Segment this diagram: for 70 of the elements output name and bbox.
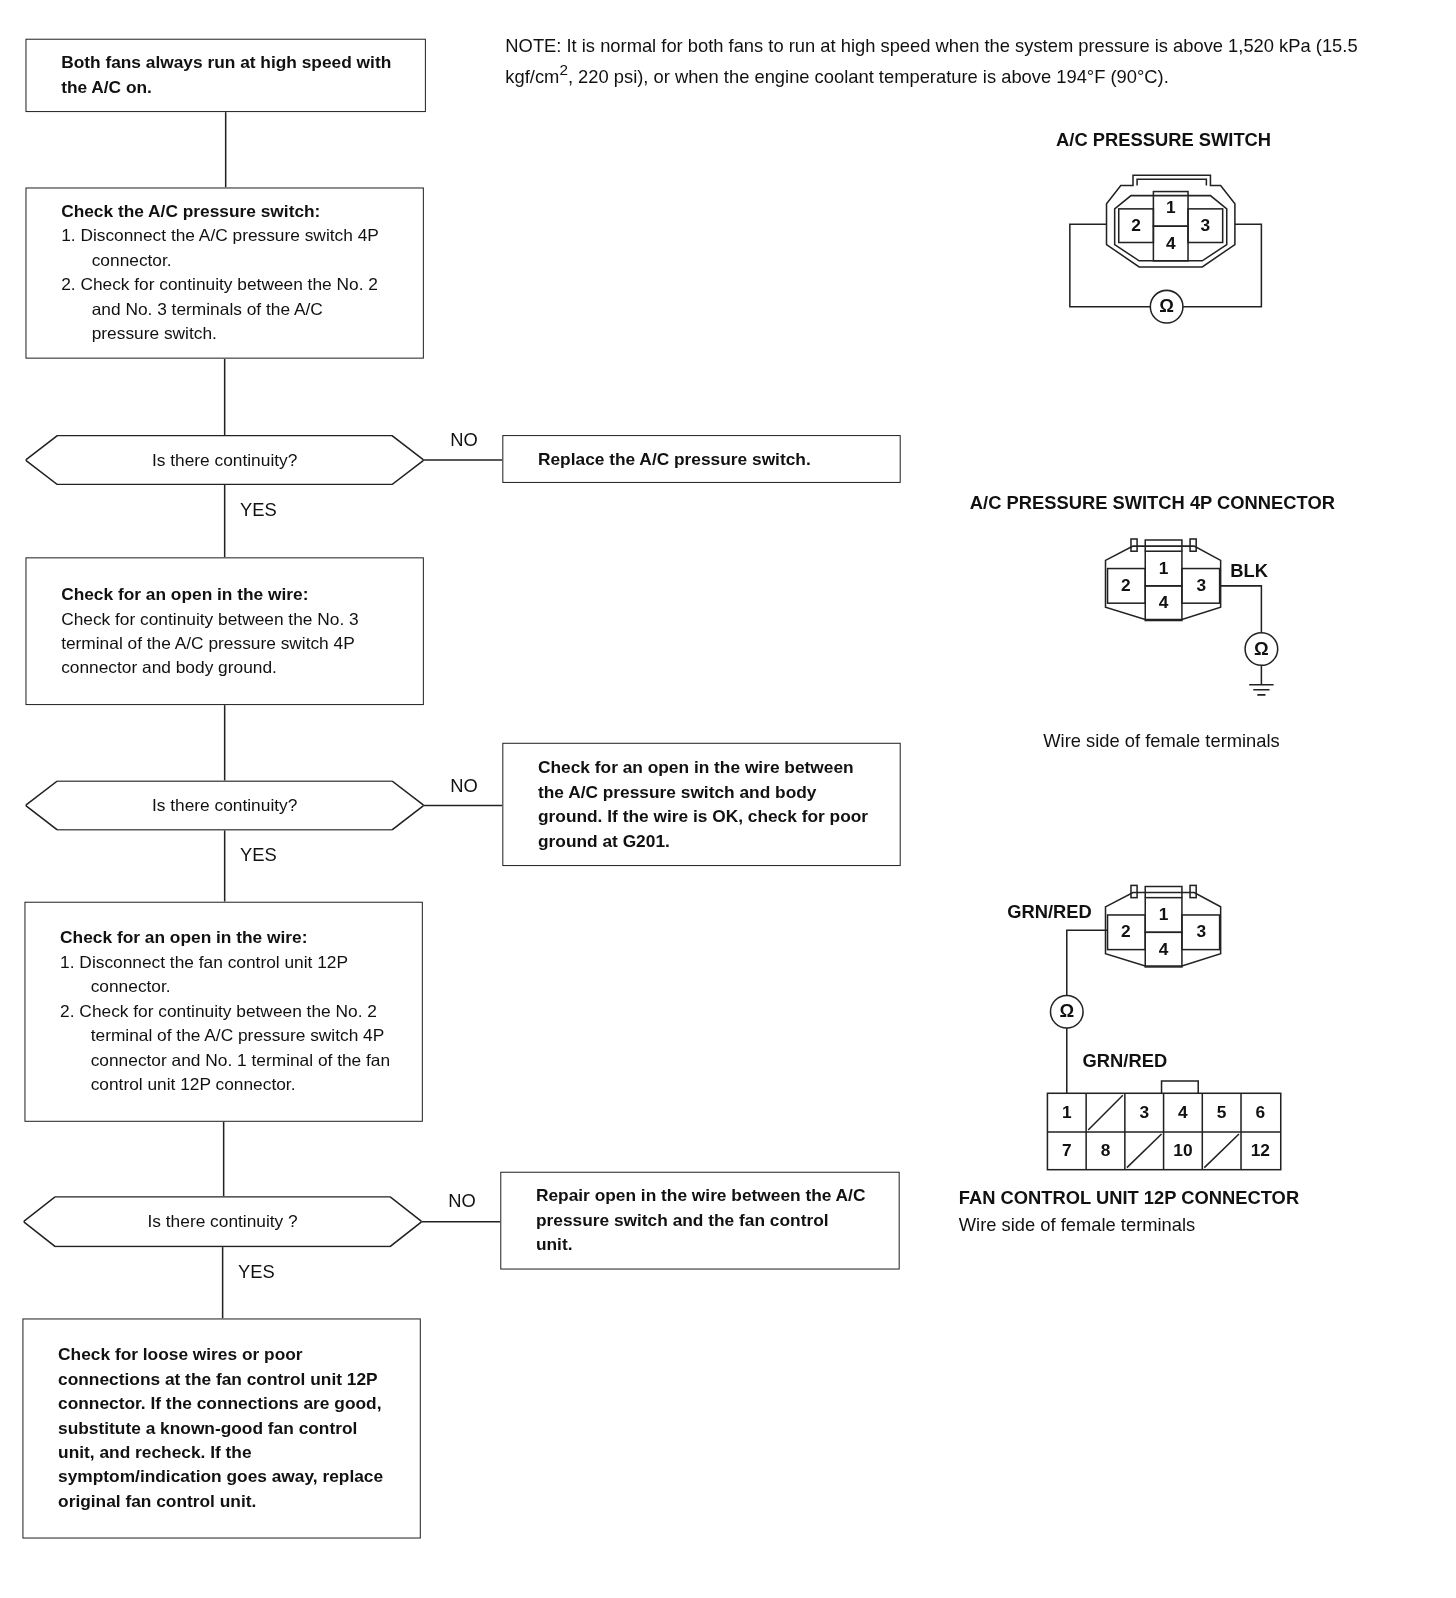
decision-diamond [25, 780, 424, 831]
question-text: Is there continuity? [151, 448, 298, 472]
pin-number: 6 [1255, 1102, 1266, 1123]
connector-line [223, 829, 226, 903]
process-box [500, 1171, 900, 1270]
step-text: 1. Disconnect the fan control unit 12P connector. [60, 951, 349, 999]
caption-text: Wire side of female terminals [958, 1214, 1196, 1236]
pin-number: 3 [1200, 216, 1211, 237]
connector-line [423, 459, 504, 461]
instruction-text: Check for an open in the wire between the A/C pressure switch and body ground. If the wire is OK, check for poor ground at G201. [538, 756, 870, 853]
wire-color: GRN/RED [1007, 901, 1092, 923]
connector-line [421, 1220, 502, 1223]
ohmmeter-symbol: Ω [1159, 296, 1174, 318]
pin-number: 4 [1165, 233, 1176, 254]
process-box [22, 1318, 421, 1539]
wire-color: BLK [1230, 560, 1268, 583]
heading-text: Check the A/C pressure switch: [61, 200, 322, 224]
process-box [502, 435, 901, 483]
instruction-text: Replace the A/C pressure switch. [538, 447, 812, 471]
pin-number: 10 [1173, 1141, 1193, 1162]
pin-number: 3 [1139, 1102, 1150, 1123]
step-text: 2. Check for continuity between the No. 2 terminal of the A/C pressure switch 4P connector and No. 1 terminal of the fan control unit 12P connector. [60, 1000, 392, 1097]
drawing-heading: FAN CONTROL UNIT 12P CONNECTOR [958, 1188, 1300, 1210]
connector-line [223, 484, 226, 559]
instruction-text: Both fans always run at high speed with the A/C on. [61, 52, 393, 99]
drawing-heading: A/C PRESSURE SWITCH [1056, 129, 1272, 152]
pin-number: 4 [1158, 939, 1169, 960]
step-text: 1. Disconnect the A/C pressure switch 4P connector. [61, 225, 380, 272]
connector-line [224, 111, 227, 189]
heading-text: Check for an open in the wire: [60, 927, 309, 950]
pin-number: 12 [1250, 1141, 1270, 1162]
pin-number: 2 [1121, 922, 1131, 943]
instruction-text: Check for loose wires or poor connections at the fan control unit 12P connector. If the connections are good, substitute a known-good fan control unit, and recheck. If the symptom/indication goes away, replace original fan control unit. [58, 1343, 385, 1513]
question-text: Is there continuity? [151, 794, 298, 817]
pin-number: 4 [1158, 593, 1169, 614]
pin-number: 8 [1100, 1141, 1111, 1162]
ohmmeter-symbol: Ω [1254, 638, 1269, 660]
pin-number: 7 [1061, 1141, 1072, 1162]
pin-number: 1 [1061, 1102, 1072, 1123]
pin-number: 5 [1216, 1102, 1227, 1123]
instruction-text: Repair open in the wire between the A/C pressure switch and the fan control unit. [535, 1185, 867, 1257]
connector-line [423, 804, 504, 807]
pin-number: 2 [1131, 216, 1141, 237]
pin-number: 1 [1158, 904, 1169, 926]
step-text: Check for continuity between the No. 3 terminal of the A/C pressure switch 4P connector and body ground. [61, 607, 360, 680]
connector-line [223, 357, 226, 436]
pin-number: 1 [1165, 197, 1176, 219]
connector-line [223, 704, 226, 782]
decision-diamond [25, 435, 424, 485]
connector-line [222, 1121, 225, 1197]
step-text: 2. Check for continuity between the No. 2 and No. 3 terminals of the A/C pressure switch. [61, 274, 379, 346]
pin-number: 1 [1158, 558, 1169, 579]
pin-number: 2 [1121, 575, 1131, 597]
process-box [24, 901, 423, 1122]
pin-number: 4 [1178, 1102, 1188, 1123]
pin-number: 3 [1196, 575, 1207, 597]
process-box [25, 38, 426, 113]
question-text: Is there continuity ? [147, 1210, 298, 1233]
process-box [502, 742, 901, 867]
process-box [25, 187, 424, 359]
wire-color: GRN/RED [1082, 1051, 1168, 1073]
heading-text: Check for an open in the wire: [61, 583, 310, 606]
caption-text: Wire side of female terminals [1043, 731, 1280, 753]
note-text: NOTE: It is normal for both fans to run at high speed when the system pressure is above 1,520 kPa (15.5 kgf/cm$^{2}$, 220 psi), or when the engine coolant temperature is above 194°F (90°C). [505, 34, 1359, 89]
pin-number: 3 [1196, 922, 1207, 943]
ohmmeter-symbol: Ω [1059, 1001, 1075, 1023]
decision-diamond [23, 1196, 422, 1248]
connector-line [221, 1246, 224, 1320]
process-box [25, 557, 424, 706]
drawing-heading: A/C PRESSURE SWITCH 4P CONNECTOR [969, 492, 1335, 515]
